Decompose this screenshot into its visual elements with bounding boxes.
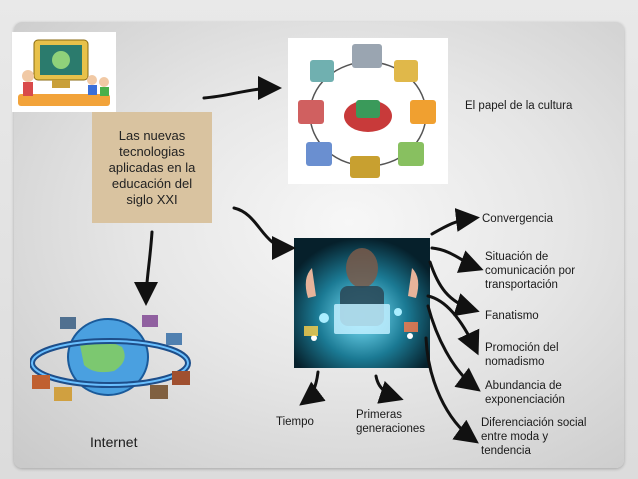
arrow-to-convergencia <box>430 208 480 236</box>
arrow-to-cultura <box>202 76 282 101</box>
arrow-to-primeras <box>374 374 404 404</box>
branch-fanatismo: Fanatismo <box>485 310 539 322</box>
arrow-to-promocion <box>426 294 480 356</box>
internet-globe-clipart <box>30 305 196 415</box>
arrow-to-center-photo <box>232 206 296 260</box>
node-tiempo: Tiempo <box>276 416 314 428</box>
center-topic-box: Las nuevas tecnologias aplicadas en la e… <box>92 112 212 223</box>
center-topic-text: Las nuevas tecnologias aplicadas en la e… <box>108 127 196 207</box>
branch-promocion: Promoción del nomadismo <box>485 342 559 368</box>
branch-abundancia: Abundancia de exponenciación <box>485 380 565 406</box>
arrow-to-abundancia <box>426 304 481 392</box>
node-internet: Internet <box>90 434 138 450</box>
computer-class-clipart <box>12 32 116 112</box>
arrow-to-tiempo <box>299 370 326 406</box>
person-touchscreen-photo <box>294 238 430 368</box>
arrow-to-fanatismo <box>428 260 480 317</box>
branch-diferenciacion: Diferenciación social entre moda y tende… <box>481 417 587 457</box>
node-cultura: El papel de la cultura <box>465 100 573 112</box>
branch-convergencia: Convergencia <box>482 213 553 225</box>
arrow-to-diferenciacion <box>424 336 479 444</box>
branch-situacion: Situación de comunicación por transporta… <box>485 251 576 291</box>
arrow-to-situacion <box>430 246 484 273</box>
arrow-to-internet <box>134 230 159 306</box>
tech-cycle-clipart <box>288 38 448 184</box>
node-primeras: Primeras generaciones <box>356 409 426 435</box>
